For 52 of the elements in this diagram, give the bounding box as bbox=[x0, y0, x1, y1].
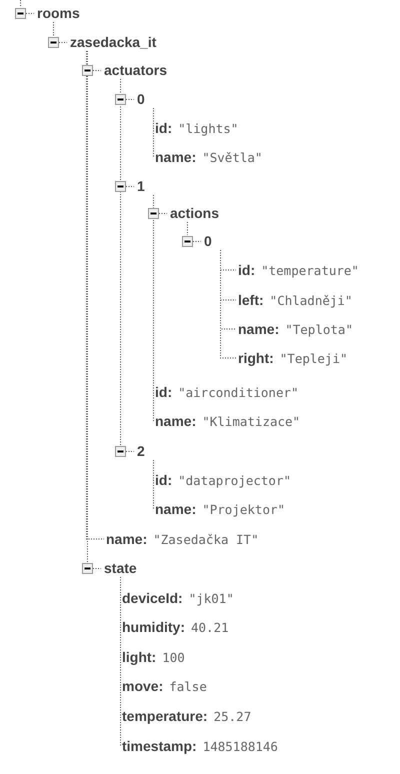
key-label: humidity: bbox=[122, 619, 185, 635]
value-text: "Tepleji" bbox=[280, 350, 348, 366]
value-text: "Světla" bbox=[202, 150, 262, 164]
tree-connector bbox=[152, 108, 154, 158]
value-text: "Chladněji" bbox=[270, 292, 352, 308]
key-label: actuators bbox=[104, 62, 168, 78]
tree-connector bbox=[20, 0, 21, 8]
key-label: id: bbox=[155, 472, 172, 488]
tree-connector bbox=[152, 460, 154, 510]
key-label: move: bbox=[122, 678, 164, 694]
key-label: deviceId: bbox=[122, 590, 183, 606]
tree-connector bbox=[86, 50, 104, 540]
key-label: name: bbox=[155, 149, 196, 165]
key-label: temperature: bbox=[122, 708, 208, 724]
key-label: right: bbox=[238, 350, 274, 366]
value-text: "airconditioner" bbox=[178, 384, 299, 400]
value-text: "Zasedačka IT" bbox=[153, 532, 259, 546]
value-text: "dataprojector" bbox=[178, 472, 291, 488]
key-label: 0 bbox=[137, 91, 145, 107]
value-text: 40.21 bbox=[191, 620, 229, 634]
value-text: 100 bbox=[162, 650, 185, 664]
value-text: "Klimatizace" bbox=[202, 414, 300, 428]
value-text: false bbox=[169, 678, 207, 694]
value-text: 1485188146 bbox=[202, 738, 278, 754]
value-text: "Projektor" bbox=[202, 502, 286, 516]
key-label: light: bbox=[122, 649, 156, 665]
value-text: "Teplota" bbox=[285, 322, 353, 336]
value-text: 25.27 bbox=[214, 708, 252, 724]
key-label: name: bbox=[155, 413, 196, 429]
tree-connector bbox=[87, 50, 88, 562]
key-label: 1 bbox=[137, 178, 145, 194]
key-label: name: bbox=[238, 321, 280, 337]
key-label: state bbox=[104, 560, 137, 576]
key-label: actions bbox=[170, 205, 220, 221]
key-label: rooms bbox=[37, 5, 80, 21]
value-text: "lights" bbox=[178, 120, 238, 136]
key-label: 2 bbox=[137, 443, 145, 459]
value-text: "jk01" bbox=[188, 590, 234, 606]
value-text: "temperature" bbox=[261, 262, 359, 278]
tree-connector bbox=[220, 250, 236, 358]
key-label: 0 bbox=[204, 233, 212, 249]
tree-connector bbox=[187, 222, 188, 236]
key-label: zasedacka_it bbox=[70, 34, 156, 50]
key-label: id: bbox=[238, 262, 256, 278]
key-label: name: bbox=[106, 531, 148, 547]
key-label: name: bbox=[155, 501, 196, 517]
key-label: left: bbox=[238, 292, 264, 308]
key-label: timestamp: bbox=[122, 738, 197, 754]
key-label: id: bbox=[155, 384, 172, 400]
tree-connector bbox=[120, 576, 121, 746]
key-label: id: bbox=[155, 120, 172, 136]
tree-connector bbox=[53, 22, 54, 36]
